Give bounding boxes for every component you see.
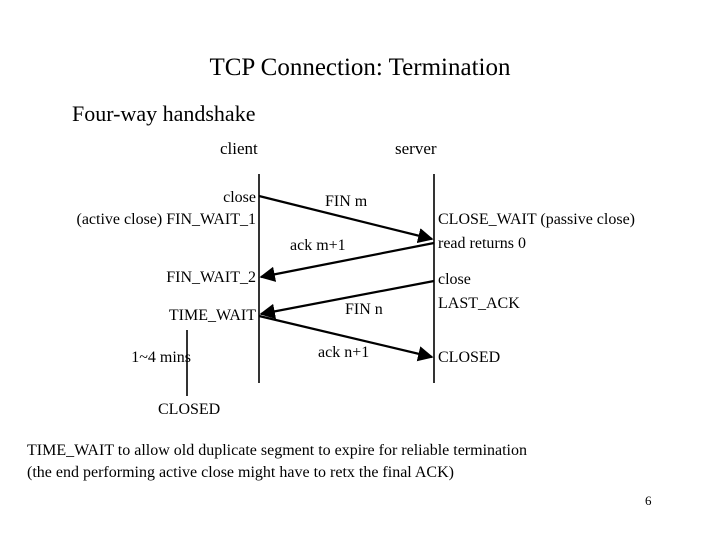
page-number: 6	[645, 493, 652, 508]
server-state-last-ack: LAST_ACK	[438, 295, 520, 312]
column-header-server: server	[395, 139, 437, 158]
server-state-close-wait: CLOSE_WAIT (passive close)	[438, 211, 635, 228]
message-label-ack-n-plus-1: ack n+1	[318, 344, 370, 361]
message-label-ack-m-plus-1: ack m+1	[290, 237, 346, 254]
client-state-closed: CLOSED	[158, 401, 221, 418]
message-label-fin-m: FIN m	[325, 193, 368, 210]
server-event-close: close	[438, 271, 471, 288]
message-label-fin-n: FIN n	[345, 301, 383, 318]
client-event-close: close	[223, 189, 256, 206]
client-state-time-wait: TIME_WAIT	[168, 307, 256, 324]
slide-subtitle: Four-way handshake	[72, 101, 256, 126]
caption-line-2: (the end performing active close might h…	[27, 463, 454, 481]
message-arrow-fin-n	[259, 279, 435, 319]
slide-caption: TIME_WAIT to allow old duplicate segment…	[27, 440, 707, 483]
column-header-client: client	[220, 139, 258, 158]
time-wait-duration-label: 1~4 mins	[131, 349, 191, 366]
message-arrow-ack-m1	[259, 241, 435, 282]
page-title: TCP Connection: Termination	[209, 54, 511, 81]
server-state-closed: CLOSED	[438, 349, 501, 366]
caption-line-1: TIME_WAIT to allow old duplicate segment…	[27, 442, 527, 459]
client-state-fin-wait-1: (active close) FIN_WAIT_1	[76, 211, 257, 228]
message-arrow-ack-n1	[258, 314, 434, 362]
server-event-read-returns-zero: read returns 0	[438, 235, 526, 252]
message-arrow-fin-m	[258, 194, 434, 244]
client-state-fin-wait-2: FIN_WAIT_2	[166, 269, 256, 286]
